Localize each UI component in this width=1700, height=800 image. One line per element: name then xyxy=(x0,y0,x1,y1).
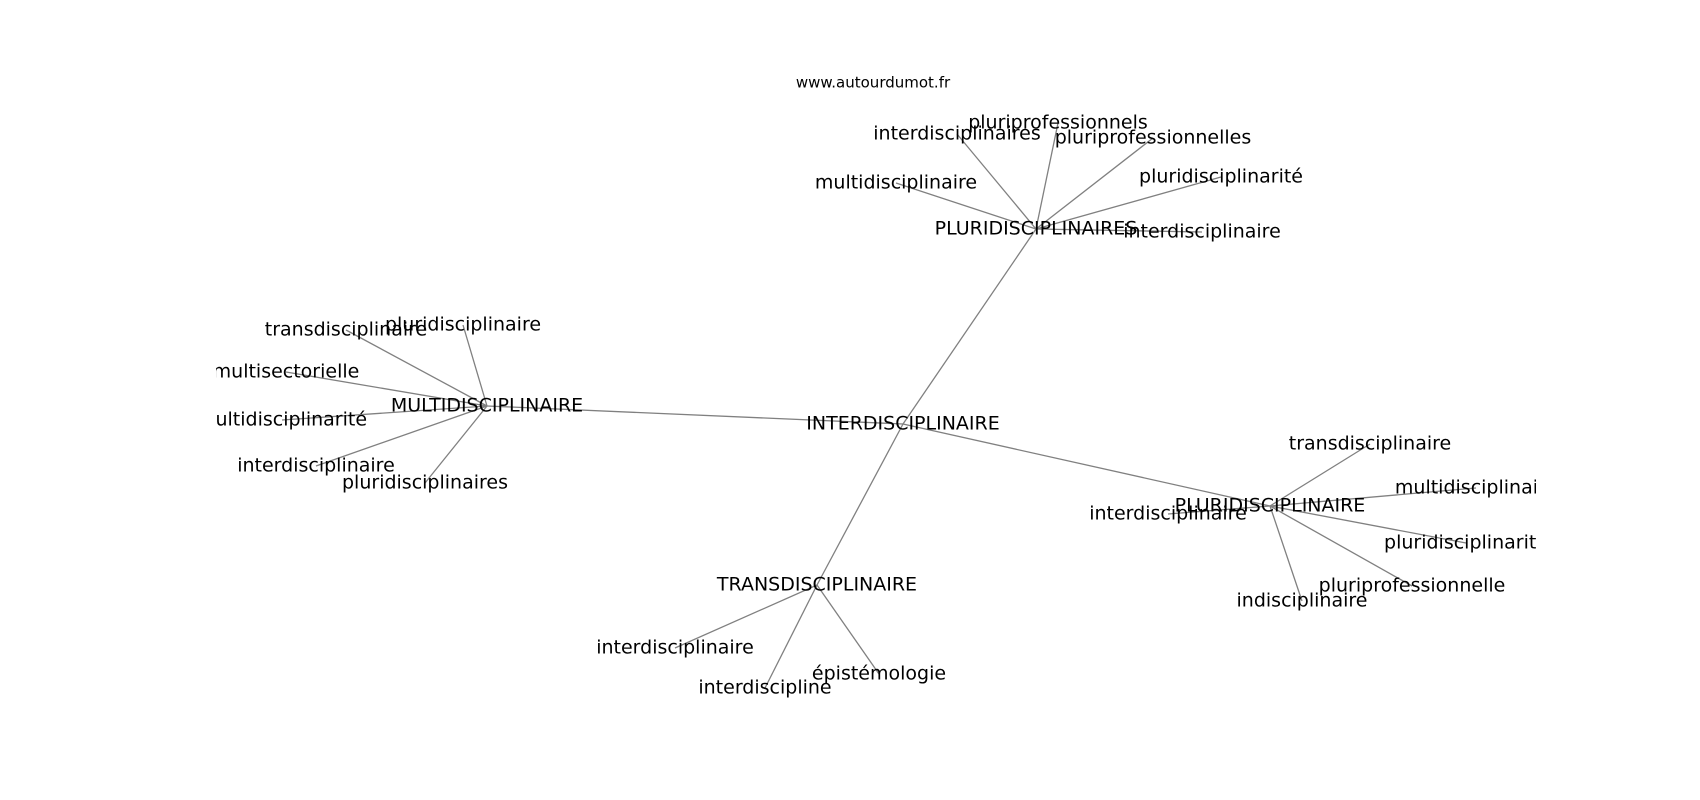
node-label-d3: interdiscipline xyxy=(698,677,831,699)
edge-n_trans-d3 xyxy=(764,584,818,689)
edge-n_inter-n_trans xyxy=(816,423,904,586)
node-label-d2: épistémologie xyxy=(812,663,946,685)
edge-n_pluriS-c6 xyxy=(1269,505,1303,602)
edge-n_inter-n_pluriS xyxy=(902,423,1271,507)
edge-n_inter-n_plurisP xyxy=(902,228,1037,425)
node-label-b3: multisectorielle xyxy=(213,361,360,383)
node-label-a6: interdisciplinaire xyxy=(1123,221,1281,243)
edge-n_plurisP-a3 xyxy=(1035,137,1154,230)
node-label-n_multiP: MULTIDISCIPLINAIRE xyxy=(391,395,583,417)
edge-n_plurisP-a1 xyxy=(1035,122,1059,230)
edge-n_pluriS-c2 xyxy=(1269,487,1477,507)
node-label-a3: pluriprofessionnelles xyxy=(1055,127,1252,149)
edge-n_inter-n_multiP xyxy=(486,405,904,425)
edge-n_pluriS-c4 xyxy=(1269,505,1467,544)
edge-n_multiP-b5 xyxy=(315,405,488,467)
node-label-a4: multidisciplinaire xyxy=(815,172,977,194)
edges-layer xyxy=(281,122,1477,689)
edge-n_pluriS-c3 xyxy=(1167,505,1271,515)
node-label-n_plurisP: PLURIDISCIPLINAIRES xyxy=(935,218,1138,240)
node-label-b1: transdisciplinaire xyxy=(265,319,427,341)
edge-n_plurisP-a6 xyxy=(1035,228,1203,233)
node-label-a1: pluriprofessionnels xyxy=(968,112,1148,134)
node-label-c1: transdisciplinaire xyxy=(1289,433,1451,455)
labels-layer: INTERDISCIPLINAIRE PLURIDISCIPLINAIRES MUL… xyxy=(197,112,1557,699)
edge-n_trans-d2 xyxy=(816,584,880,675)
edge-n_plurisP-a2 xyxy=(956,133,1037,230)
node-label-d1: interdisciplinaire xyxy=(596,637,754,659)
edge-n_pluriS-c5 xyxy=(1269,505,1413,587)
node-label-c5: pluriprofessionnelle xyxy=(1319,575,1506,597)
node-label-b4: multidisciplinarité xyxy=(197,409,367,431)
edge-n_multiP-b2 xyxy=(462,324,488,407)
edge-n_multiP-b1 xyxy=(345,329,488,407)
node-label-n_inter: INTERDISCIPLINAIRE xyxy=(806,413,999,435)
node-label-b2: pluridisciplinaire xyxy=(385,314,541,336)
node-label-a2: interdisciplinaires xyxy=(873,123,1040,145)
edge-n_plurisP-a5 xyxy=(1035,176,1222,230)
node-label-n_trans: TRANSDISCIPLINAIRE xyxy=(716,574,917,596)
node-label-c4: pluridisciplinarité xyxy=(1384,532,1548,554)
edge-n_multiP-b6 xyxy=(424,405,488,484)
node-label-c3: interdisciplinaire xyxy=(1089,503,1247,525)
node-label-c6: indisciplinaire xyxy=(1237,590,1368,612)
node-label-c2: multidisciplinaire xyxy=(1395,477,1557,499)
node-label-a5: pluridisciplinarité xyxy=(1139,166,1303,188)
node-label-n_pluriS: PLURIDISCIPLINAIRE xyxy=(1175,495,1366,517)
edge-n_pluriS-c1 xyxy=(1269,443,1371,507)
node-label-b6: pluridisciplinaires xyxy=(342,472,508,494)
edge-n_plurisP-a4 xyxy=(895,182,1037,230)
site-watermark: www.autourdumot.fr xyxy=(796,74,951,92)
edge-n_trans-d1 xyxy=(674,584,818,649)
edge-n_multiP-b4 xyxy=(281,405,488,421)
node-label-b5: interdisciplinaire xyxy=(237,455,395,477)
edge-n_multiP-b3 xyxy=(285,371,488,407)
